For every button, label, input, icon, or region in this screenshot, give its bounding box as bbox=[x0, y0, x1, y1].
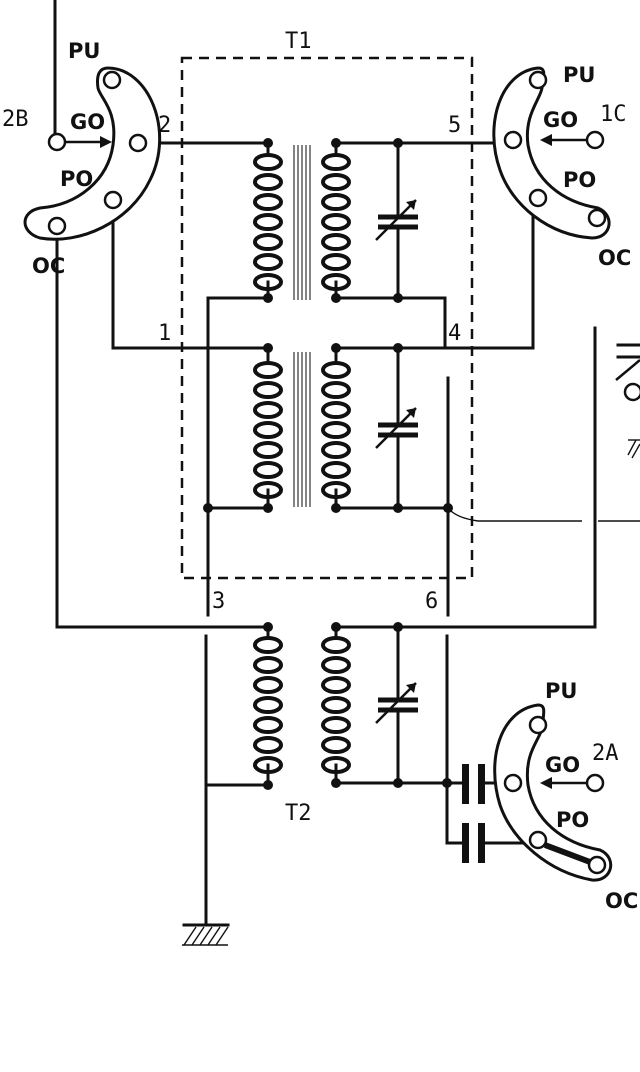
switch-right-oc-label: OC bbox=[598, 246, 631, 270]
switch-right-pu-pin bbox=[528, 70, 548, 90]
switch-bottom-input-label: 2A bbox=[592, 741, 619, 766]
t1-upper-secondary-coil bbox=[321, 153, 351, 291]
t1-shield-box bbox=[180, 56, 474, 580]
t1-upper-core bbox=[293, 144, 311, 301]
t2-primary-coil bbox=[253, 636, 283, 774]
switch-bottom-go-pin bbox=[503, 773, 523, 793]
switch-right-pu-label: PU bbox=[563, 63, 595, 87]
switch-bottom-po-label: PO bbox=[556, 808, 589, 832]
t1-lower-core bbox=[293, 351, 311, 508]
t2-secondary-coil bbox=[321, 636, 351, 774]
switch-bottom-po-pin bbox=[528, 830, 548, 850]
switch-right-po-pin bbox=[528, 188, 548, 208]
switch-right-input-label: 1C bbox=[600, 102, 627, 127]
switch-bottom-contact-arm bbox=[543, 842, 592, 865]
terminal-1-label: 1 bbox=[158, 321, 171, 346]
switch-left-po-pin bbox=[103, 190, 123, 210]
switch-left-go-label: GO bbox=[70, 110, 105, 134]
switch-left-po-label: PO bbox=[60, 167, 93, 191]
switch-bottom-input-pin bbox=[585, 773, 605, 793]
switch-left-input-label: 2B bbox=[2, 107, 29, 132]
t2-transformer bbox=[253, 624, 418, 787]
ground-icon bbox=[182, 923, 230, 946]
switch-left-pu-pin bbox=[102, 70, 122, 90]
switch-left-pu-label: PU bbox=[68, 39, 100, 63]
switch-bottom-go-label: GO bbox=[545, 753, 580, 777]
switch-right-oc-pin bbox=[587, 208, 607, 228]
t1-upper-primary-coil bbox=[253, 153, 283, 291]
switch-bottom: PU GO PO OC 2A bbox=[493, 679, 638, 913]
switch-bottom-pu-label: PU bbox=[545, 679, 577, 703]
switch-bottom-oc-label: OC bbox=[605, 889, 638, 913]
t1-label: T1 bbox=[285, 29, 312, 54]
switch-left-oc-pin bbox=[47, 216, 67, 236]
switch-left-oc-label: OC bbox=[32, 254, 65, 278]
switch-bottom-oc-pin bbox=[587, 855, 607, 875]
switch-left-input-pin bbox=[47, 132, 67, 152]
t1-lower-secondary-coil bbox=[321, 361, 351, 499]
t1-lower-transformer bbox=[253, 346, 418, 510]
junction-dots bbox=[203, 138, 453, 790]
coupling-capacitor-lower bbox=[462, 823, 485, 863]
t1-lower-primary-coil bbox=[253, 361, 283, 499]
terminal-2-label: 2 bbox=[158, 113, 171, 138]
partial-ground-right-icon bbox=[627, 439, 640, 459]
terminal-4-label: 4 bbox=[448, 321, 461, 346]
switch-right-go-pin bbox=[503, 130, 523, 150]
terminal-5-label: 5 bbox=[448, 113, 461, 138]
terminal-3-label: 3 bbox=[212, 589, 225, 614]
switch-bottom-pu-pin bbox=[528, 715, 548, 735]
switch-right-input-pin bbox=[585, 130, 605, 150]
switch-right-po-label: PO bbox=[563, 168, 596, 192]
partial-capacitor-right-icon bbox=[615, 343, 640, 402]
switch-left-go-pin bbox=[128, 133, 148, 153]
coupling-capacitor-upper bbox=[462, 764, 485, 804]
switch-right: PU GO PO OC 1C bbox=[492, 63, 631, 270]
t2-label: T2 bbox=[285, 801, 312, 826]
switch-right-go-label: GO bbox=[543, 108, 578, 132]
switch-left: PU GO PO OC 2B bbox=[2, 39, 161, 278]
terminal-6-label: 6 bbox=[425, 589, 438, 614]
t1-upper-transformer bbox=[253, 141, 418, 301]
